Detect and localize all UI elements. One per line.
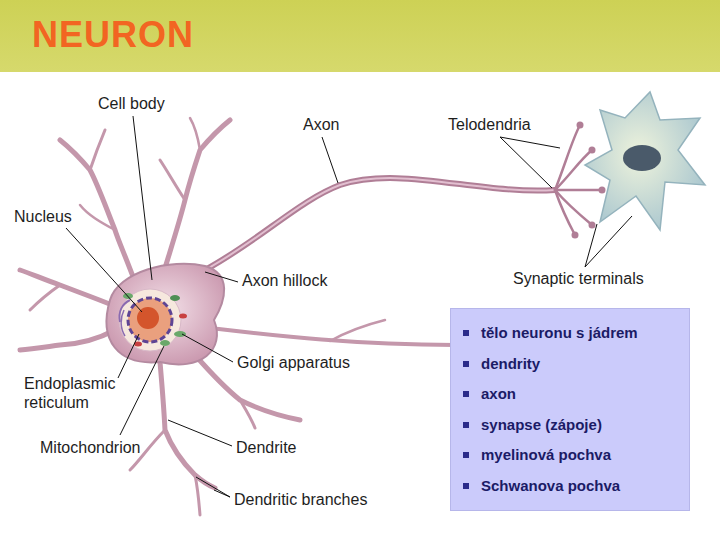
part-label: Axon — [303, 115, 339, 134]
part-label: Cell body — [98, 94, 165, 113]
axon — [205, 178, 555, 270]
nucleus — [128, 298, 172, 342]
target-cell — [585, 92, 705, 230]
bullet-item: synapse (zápoje) — [463, 410, 679, 441]
part-label: Dendrite — [236, 438, 296, 457]
bullet-item: axon — [463, 379, 679, 410]
part-label: Dendritic branches — [234, 490, 367, 509]
cell-body — [107, 264, 225, 365]
bullet-item: tělo neuronu s jádrem — [463, 318, 679, 349]
title: NEURON — [32, 15, 194, 55]
part-label: Nucleus — [14, 207, 72, 226]
part-label: Axon hillock — [242, 271, 327, 290]
part-label: Golgi apparatus — [237, 353, 350, 372]
bullet-item: dendrity — [463, 349, 679, 380]
bullet-item: Schwanova pochva — [463, 471, 679, 502]
part-label: Mitochondrion — [40, 438, 141, 457]
bullet-list-box: tělo neuronu s jádremdendrityaxonsynapse… — [450, 308, 690, 511]
part-label: Endoplasmic reticulum — [24, 374, 132, 412]
cytoplasm — [119, 289, 181, 351]
organelles — [119, 293, 187, 347]
target-nucleus — [623, 145, 661, 171]
part-label: Synaptic terminals — [513, 269, 644, 288]
bullet-item: myelinová pochva — [463, 440, 679, 471]
telodendria — [555, 125, 602, 235]
part-label: Telodendria — [448, 115, 531, 134]
